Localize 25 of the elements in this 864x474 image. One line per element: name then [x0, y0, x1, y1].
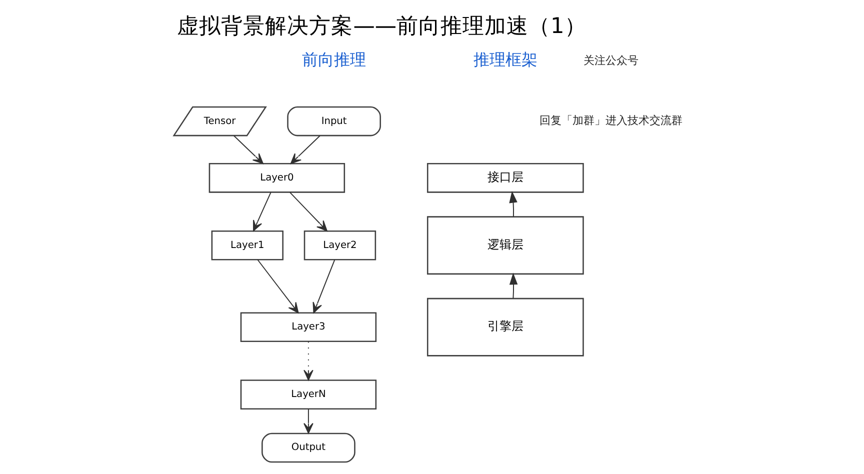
arrow: [289, 192, 327, 232]
arrow: [252, 192, 271, 232]
label: 回复「加群」进入技术交流群: [538, 114, 682, 128]
arrow: [303, 341, 313, 381]
node-box: Layer1: [210, 230, 283, 260]
arrow: [232, 135, 263, 164]
arrow: [303, 408, 313, 434]
label: 前向推理: [302, 50, 366, 69]
node-box: 逻辑层: [426, 216, 584, 275]
arrow: [508, 190, 517, 218]
node-box: Layer2: [303, 230, 376, 260]
node-box: 引擎层: [426, 298, 584, 356]
node-box: Output: [261, 432, 355, 463]
node-box: Input: [286, 106, 380, 136]
label: 推理框架: [472, 50, 537, 69]
node-box: 接口层: [426, 163, 584, 193]
arrow: [508, 272, 518, 299]
node-box: LayerN: [240, 380, 376, 410]
node-box: Layer0: [208, 163, 345, 193]
diagram-title: 虚拟背景解决方案——前向推理加速（1）: [176, 14, 586, 40]
arrow: [312, 259, 335, 314]
node-box: Layer3: [240, 312, 376, 342]
label: 关注公众号: [582, 54, 638, 67]
arrow: [290, 135, 320, 164]
arrow: [256, 259, 298, 314]
